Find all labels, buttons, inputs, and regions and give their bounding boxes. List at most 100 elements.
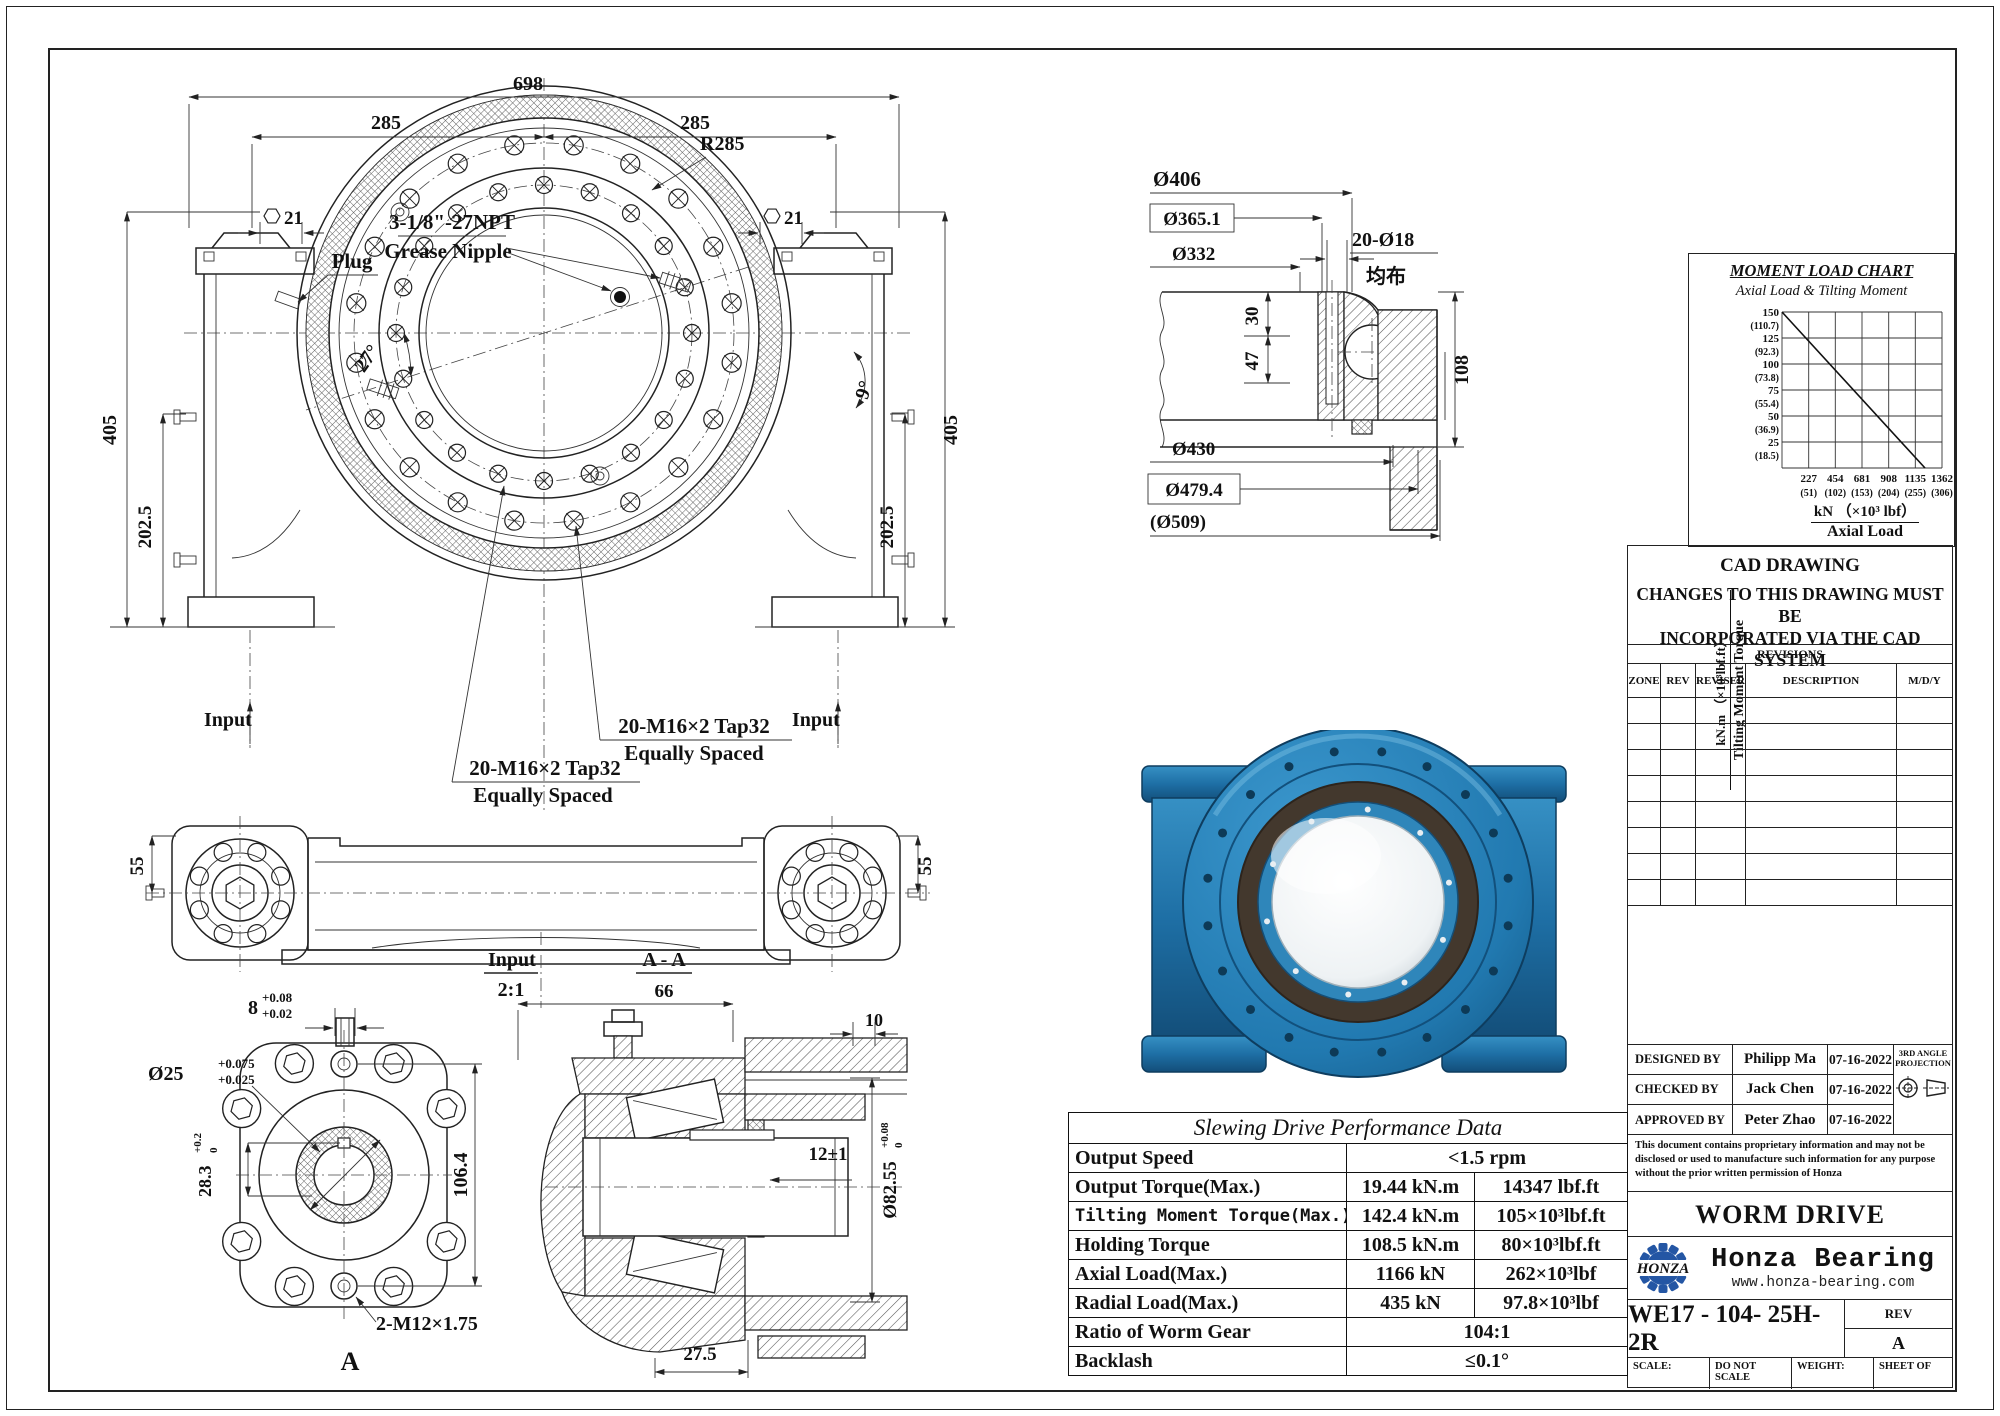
bolt-hole (394, 369, 413, 388)
svg-text:9°: 9° (851, 378, 877, 402)
ring-cross-section-drawing: Ø406 Ø365.1 Ø332 20-Ø18 均布 30 (1147, 167, 1473, 541)
bolt-hole (489, 183, 508, 202)
socket-hole (426, 1221, 467, 1262)
outer-bolt-ring-holes (346, 135, 742, 531)
bolt-hole (399, 188, 420, 209)
revisions-column-header: ZONE REV REVISER DESCRIPTION M/D/Y (1628, 664, 1952, 698)
part-number: WE17 - 104- 25H-2R (1628, 1300, 1821, 1356)
render-bolt-holes (1203, 747, 1513, 1057)
flange-socket-holes (221, 1043, 467, 1307)
side-flange-bolts-right (781, 842, 883, 944)
bolt-hole (1422, 1032, 1432, 1042)
perf-row-label: Backlash (1068, 1346, 1347, 1376)
bolt-hole (1488, 828, 1498, 838)
svg-text:+0.2: +0.2 (192, 1132, 204, 1153)
socket-hole (373, 1266, 414, 1307)
svg-text:+0.025: +0.025 (218, 1072, 255, 1087)
perf-title: Slewing Drive Performance Data (1067, 1112, 1629, 1144)
bolt-hole (213, 924, 233, 944)
bolt-hole (447, 443, 467, 462)
bolt-hole (504, 510, 525, 531)
svg-text:100: 100 (1763, 359, 1780, 371)
bolt-hole (1364, 806, 1371, 813)
dim-d365: Ø365.1 (1149, 203, 1323, 292)
dim-d332: Ø332 (1150, 244, 1301, 292)
bolt-hole (1270, 861, 1277, 868)
hexagon-symbol-icon (763, 208, 781, 224)
svg-text:20-Ø18: 20-Ø18 (1352, 229, 1414, 251)
bolt-hole (1401, 979, 1408, 986)
bolt-hole (1460, 1004, 1470, 1014)
svg-text:125: 125 (1763, 333, 1780, 345)
perf-row-label: Output Torque(Max.) (1068, 1172, 1347, 1202)
svg-text:Plug: Plug (332, 249, 373, 273)
dim-10: 10 (830, 1010, 898, 1046)
svg-text:10: 10 (865, 1010, 883, 1030)
svg-text:0: 0 (893, 1142, 905, 1148)
chart-grid (1781, 311, 1943, 469)
svg-text:8: 8 (248, 997, 258, 1019)
weight-label: WEIGHT: (1792, 1358, 1874, 1389)
do-not-scale: DO NOT SCALE (1710, 1358, 1792, 1389)
bolt-hole (620, 153, 641, 174)
bolt-hole (447, 204, 467, 223)
designed-by-row: DESIGNED BY Philipp Ma 07-16-2022 (1628, 1045, 1894, 1075)
bolt-hole (534, 175, 554, 195)
bolt-hole (1203, 873, 1213, 883)
svg-text:21: 21 (784, 208, 803, 229)
bolt-hole (1422, 762, 1432, 772)
svg-text:908: 908 (1880, 473, 1897, 485)
svg-text:A - A: A - A (642, 949, 686, 971)
revisions-empty-rows (1628, 698, 1952, 906)
grease-nipple-dot (614, 291, 626, 303)
dim-8-tol: 8 +0.08 +0.02 (248, 990, 384, 1036)
svg-text:1135: 1135 (1905, 473, 1927, 485)
bolt-hole (1329, 1047, 1339, 1057)
svg-text:(255): (255) (1904, 488, 1926, 499)
view-label-A: A (341, 1347, 360, 1376)
input-label-right: Input (792, 630, 841, 748)
svg-text:28.3: 28.3 (195, 1166, 215, 1198)
dim-285-right: 285 (543, 112, 837, 228)
svg-text:Input: Input (792, 709, 840, 731)
cad-notice-block: CAD DRAWING CHANGES TO THIS DRAWING MUST… (1628, 546, 1952, 670)
bolt-hole (447, 153, 468, 174)
cad-title: CAD DRAWING (1720, 555, 1860, 576)
chart-x-axis-label: kN （×10³ lbf） Axial Load (1790, 500, 1940, 541)
dim-d430: Ø430 (1150, 439, 1394, 467)
checked-by-row: CHECKED BY Jack Chen 07-16-2022 (1628, 1075, 1894, 1105)
dim-698-text: 698 (513, 73, 543, 95)
bolt-hole (721, 352, 742, 373)
hex-socket (817, 876, 847, 910)
part-number-block: WE17 - 104- 25H-2R REV A (1628, 1299, 1952, 1357)
svg-text:+0.02: +0.02 (262, 1006, 292, 1021)
bolt-hole (721, 293, 742, 314)
bolt-hole (863, 900, 883, 920)
svg-text:108: 108 (1451, 355, 1473, 385)
svg-text:Ø332: Ø332 (1172, 244, 1215, 265)
bolt-hole (1246, 1004, 1256, 1014)
approved-by-row: APPROVED BY Peter Zhao 07-16-2022 (1628, 1105, 1894, 1135)
svg-text:(51): (51) (1800, 488, 1817, 499)
bolt-hole (1503, 921, 1513, 931)
top-view-drawing: 698 285 285 R285 21 21 (99, 73, 962, 812)
socket-hole (274, 1043, 315, 1084)
svg-text:1362: 1362 (1931, 473, 1953, 485)
dim-2025-right: 202.5 (877, 413, 908, 628)
dim-283-tol: 28.3 +0.2 0 (192, 1132, 220, 1197)
svg-text:(306): (306) (1931, 488, 1953, 499)
revision-empty-row (1628, 698, 1952, 724)
bolt-hole (654, 410, 673, 430)
perf-row-label: Output Speed (1068, 1143, 1347, 1173)
chart-subtitle: Axial Load & Tilting Moment (1735, 283, 1908, 299)
socket-hole (221, 1088, 262, 1129)
svg-text:227: 227 (1800, 473, 1817, 485)
svg-text:55: 55 (915, 857, 936, 876)
dim-66: 66 (517, 985, 734, 1060)
bolt-hole (703, 409, 724, 430)
svg-text:2:1: 2:1 (498, 979, 525, 1001)
rev-value: A (1892, 1333, 1905, 1353)
bolt-hole (364, 236, 385, 257)
aa-bolt (603, 1009, 643, 1059)
svg-text:(55.4): (55.4) (1755, 399, 1779, 410)
